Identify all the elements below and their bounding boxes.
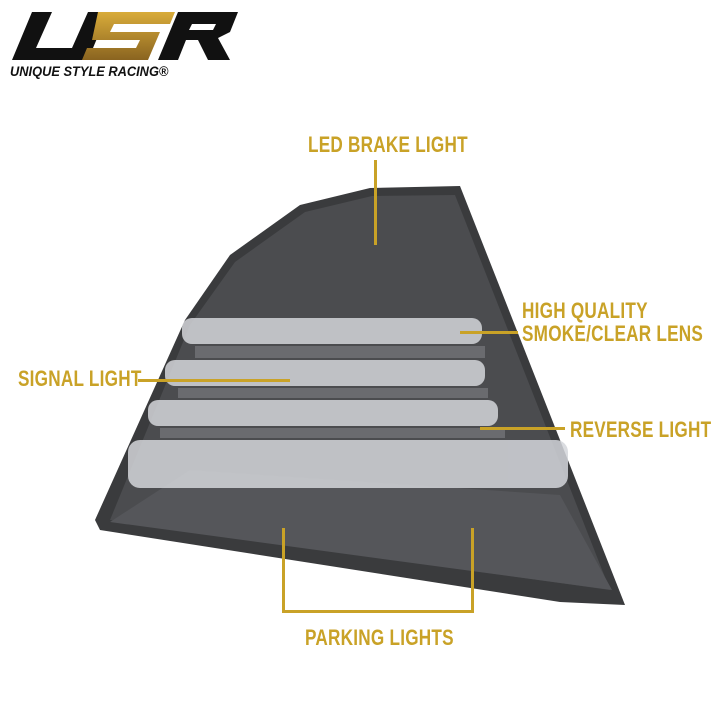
- callout-lens-line1: HIGH QUALITY: [522, 298, 648, 323]
- callout-led-brake-light: LED BRAKE LIGHT: [308, 132, 468, 157]
- pointer-line: [374, 160, 377, 245]
- logo-tagline: UNIQUE STYLE RACING®: [10, 64, 169, 79]
- lens-band-4: [128, 440, 568, 488]
- callout-reverse-light: REVERSE LIGHT: [570, 417, 712, 442]
- pointer-line: [138, 379, 290, 382]
- pointer-line: [460, 331, 518, 334]
- pointer-line: [282, 528, 285, 612]
- callout-signal-light: SIGNAL LIGHT: [18, 366, 142, 391]
- usr-logo: [12, 12, 238, 60]
- lens-band-3: [148, 400, 498, 426]
- lens-band-2: [165, 360, 485, 386]
- lens-band-1: [182, 318, 482, 344]
- pointer-line: [480, 427, 565, 430]
- pointer-line: [471, 528, 474, 612]
- callout-parking-lights: PARKING LIGHTS: [305, 625, 454, 650]
- callout-lens-line2: SMOKE/CLEAR LENS: [522, 321, 704, 346]
- pointer-line: [282, 610, 474, 613]
